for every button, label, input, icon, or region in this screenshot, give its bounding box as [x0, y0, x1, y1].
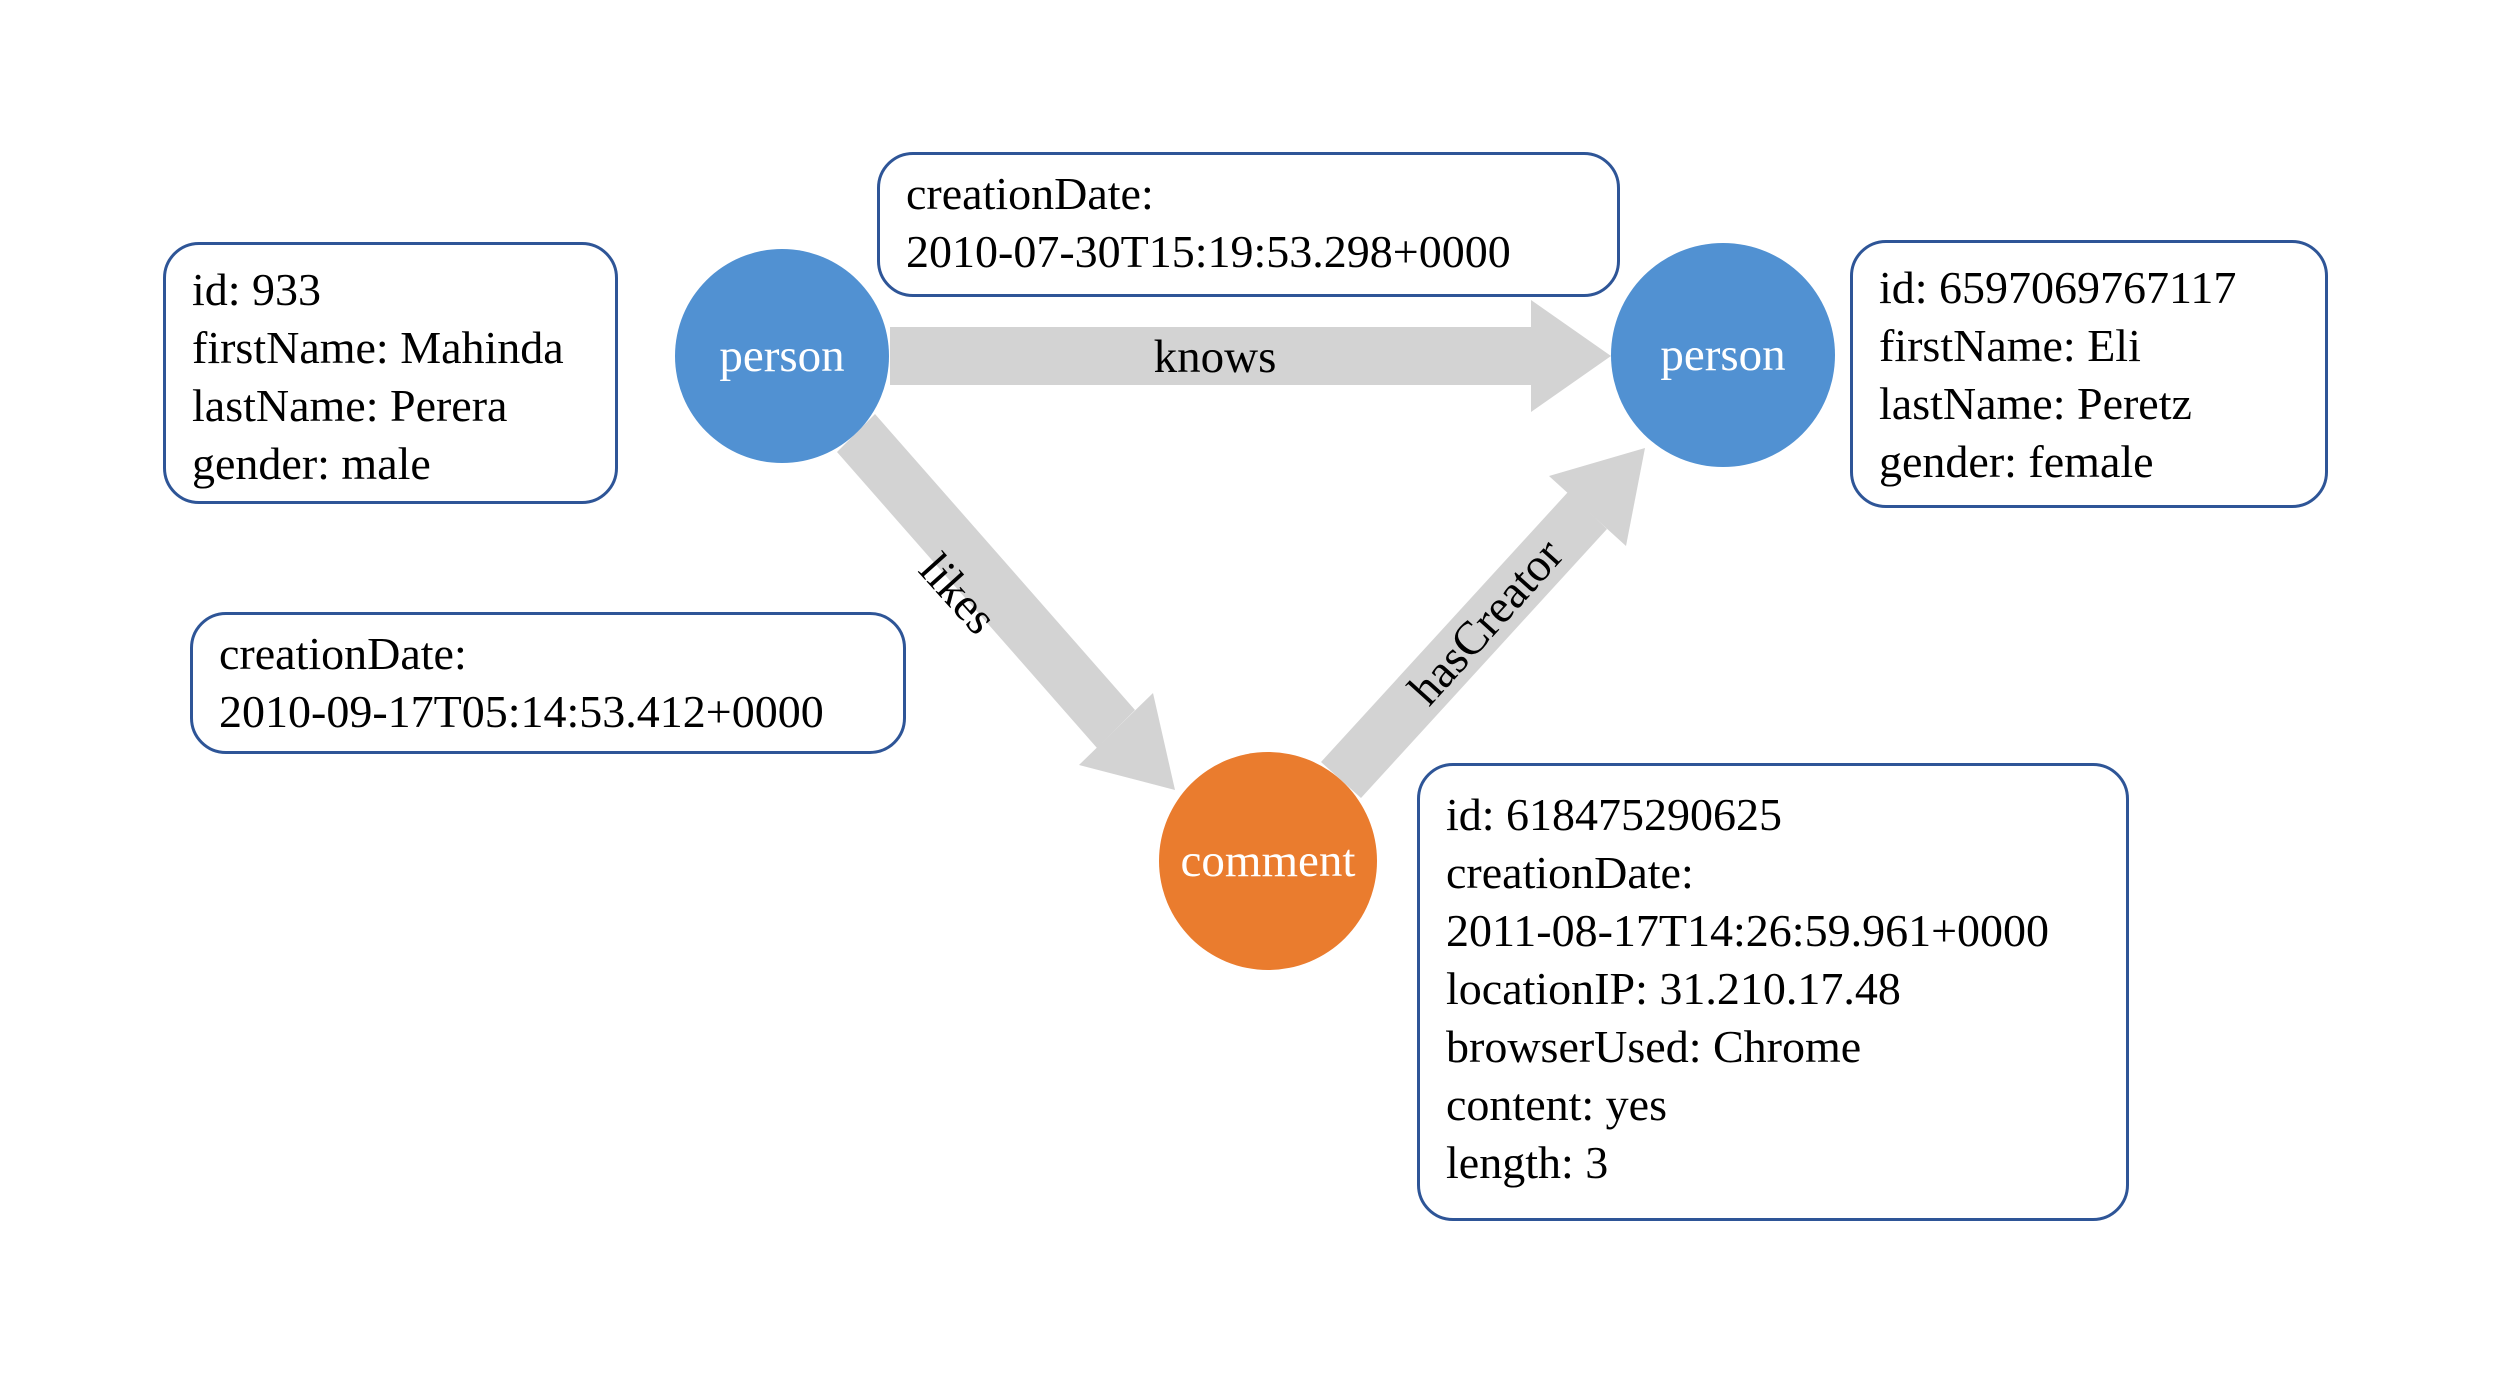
property-line: gender: female — [1879, 436, 2154, 487]
property-line: creationDate: — [906, 168, 1154, 219]
node-label: person — [719, 330, 845, 382]
property-line: id: 618475290625 — [1446, 789, 1783, 840]
property-line: id: 933 — [192, 264, 322, 315]
property-line: gender: male — [192, 438, 431, 489]
property-line: lastName: Peretz — [1879, 378, 2192, 429]
property-line: length: 3 — [1446, 1137, 1609, 1188]
hascreator-arrow — [1321, 448, 1645, 798]
node-label: person — [1660, 329, 1786, 381]
hascreator-arrow-shaft — [1321, 492, 1607, 798]
property-box-person1: id: 933 firstName: Mahinda lastName: Per… — [163, 242, 618, 504]
node-comment: comment — [1159, 752, 1377, 970]
property-line: firstName: Mahinda — [192, 322, 564, 373]
knows-arrow-shaft — [890, 327, 1531, 385]
property-line: locationIP: 31.210.17.48 — [1446, 963, 1901, 1014]
property-line: content: yes — [1446, 1079, 1667, 1130]
property-line: id: 6597069767117 — [1879, 262, 2237, 313]
property-box-comment: id: 618475290625 creationDate: 2011-08-1… — [1417, 763, 2129, 1221]
edge-label-knows: knows — [1153, 331, 1277, 383]
node-person-1: person — [675, 249, 889, 463]
property-line: firstName: Eli — [1879, 320, 2141, 371]
likes-arrow-shaft — [837, 414, 1135, 748]
property-line: 2010-07-30T15:19:53.298+0000 — [906, 226, 1511, 277]
property-box-knows-edge: creationDate: 2010-07-30T15:19:53.298+00… — [877, 152, 1620, 297]
property-line: 2010-09-17T05:14:53.412+0000 — [219, 686, 824, 737]
hascreator-arrowhead — [1549, 448, 1645, 546]
likes-arrow — [837, 414, 1175, 790]
node-label: comment — [1180, 835, 1356, 887]
knows-arrow — [890, 300, 1611, 412]
property-line: browserUsed: Chrome — [1446, 1021, 1862, 1072]
property-line: 2011-08-17T14:26:59.961+0000 — [1446, 905, 2050, 956]
property-line: lastName: Perera — [192, 380, 508, 431]
knows-arrowhead — [1531, 300, 1611, 412]
node-person-2: person — [1611, 243, 1835, 467]
property-line: creationDate: — [1446, 847, 1694, 898]
likes-arrowhead — [1079, 693, 1175, 790]
property-box-person2: id: 6597069767117 firstName: Eli lastNam… — [1850, 240, 2328, 508]
property-box-likes-edge: creationDate: 2010-09-17T05:14:53.412+00… — [190, 612, 906, 754]
property-line: creationDate: — [219, 628, 467, 679]
